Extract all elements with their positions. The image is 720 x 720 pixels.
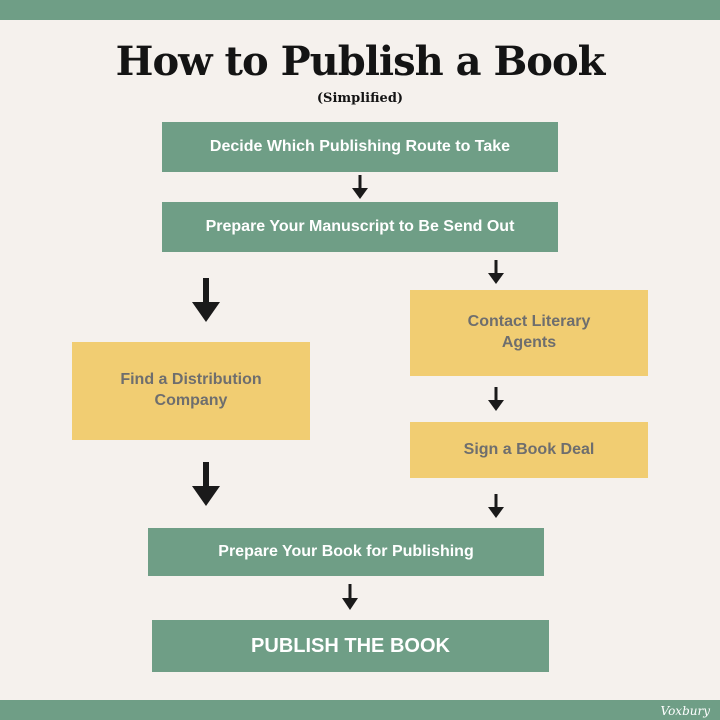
arrow-down-icon: [352, 175, 368, 199]
step-publish: PUBLISH THE BOOK: [152, 620, 549, 672]
arrow-down-icon: [488, 387, 504, 411]
step-prepare-manuscript: Prepare Your Manuscript to Be Send Out: [162, 202, 558, 252]
step-sign-deal: Sign a Book Deal: [410, 422, 648, 478]
bottom-band: [0, 700, 720, 720]
page-title: How to Publish a Book: [115, 38, 606, 85]
arrow-down-icon: [488, 494, 504, 518]
step-decide-route: Decide Which Publishing Route to Take: [162, 122, 558, 172]
arrow-down-icon: [488, 260, 504, 284]
top-band: [0, 0, 720, 20]
step-prepare-book: Prepare Your Book for Publishing: [148, 528, 544, 576]
arrow-down-icon: [342, 584, 358, 610]
arrow-down-icon: [192, 278, 220, 322]
step-find-distribution: Find a Distribution Company: [72, 342, 310, 440]
page-subtitle: (Simplified): [316, 91, 404, 106]
arrow-down-icon: [192, 462, 220, 506]
step-contact-agents: Contact Literary Agents: [410, 290, 648, 376]
brand-logo: Voxbury: [660, 704, 710, 718]
